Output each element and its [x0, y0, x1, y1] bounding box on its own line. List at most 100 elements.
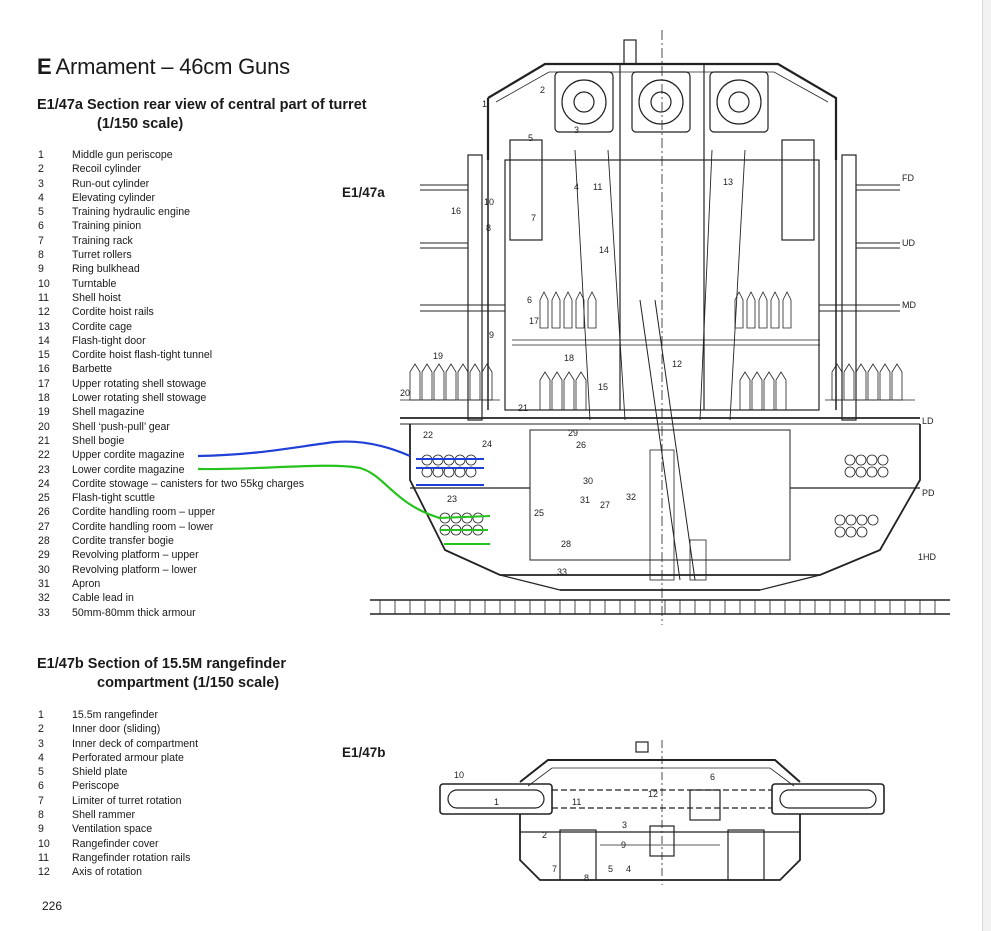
legend-label: Flash-tight scuttle	[72, 492, 156, 505]
callout-marker: 16	[451, 206, 461, 216]
legend-label: Elevating cylinder	[72, 191, 156, 204]
legend-label: Shell magazine	[72, 406, 145, 419]
legend-label: Apron	[72, 577, 101, 590]
legend-number: 9	[38, 823, 44, 836]
legend-number: 2	[38, 723, 44, 736]
legend-number: 28	[38, 535, 50, 548]
legend-label: Training pinion	[72, 220, 142, 233]
legend-number: 23	[38, 463, 50, 476]
legend-label: Axis of rotation	[72, 866, 143, 879]
legend-number: 9	[38, 263, 44, 276]
legend-number: 33	[38, 606, 50, 619]
callout-marker: 30	[583, 476, 593, 486]
section-a-title: E1/47a Section rear view of central part…	[37, 96, 367, 134]
page-number: 226	[42, 899, 63, 913]
legend-number: 4	[38, 191, 44, 204]
callout-marker: 14	[599, 245, 609, 255]
legend-number: 30	[38, 563, 50, 576]
legend-number: 32	[38, 592, 50, 605]
legend-number: 3	[38, 177, 44, 190]
legend-label: Revolving platform – upper	[72, 549, 199, 562]
callout-marker: 10	[454, 770, 464, 780]
callout-marker: 12	[672, 359, 682, 369]
callout-marker: 13	[723, 177, 733, 187]
legend-number: 1	[38, 149, 44, 161]
callout-marker: 18	[564, 353, 574, 363]
legend-label: Cordite cage	[72, 320, 133, 333]
legend-number: 1	[38, 709, 44, 721]
callout-marker: 5	[528, 133, 533, 143]
legend-number: 3	[38, 737, 44, 750]
legend-label: Shell bogie	[72, 434, 125, 447]
legend-number: 27	[38, 520, 50, 533]
section-a-legend-item: 4 Elevating cylinder	[38, 191, 304, 205]
section-a-legend-item: 10 Turntable	[38, 277, 304, 291]
section-b-title-line1: E1/47b Section of 15.5M rangefinder	[37, 656, 286, 672]
legend-number: 11	[38, 851, 49, 864]
callout-marker: 2	[540, 85, 545, 95]
green-annotation-line	[197, 464, 441, 520]
legend-label: Turntable	[72, 277, 117, 290]
legend-number: 12	[38, 866, 50, 879]
legend-label: Revolving platform – lower	[72, 563, 197, 576]
legend-label: Barbette	[72, 363, 113, 376]
legend-label: Lower rotating shell stowage	[72, 392, 207, 405]
section-b-legend-item: 6 Periscope	[38, 779, 198, 793]
callout-marker: 25	[534, 508, 544, 518]
callout-marker: 7	[531, 213, 536, 223]
legend-label: Cordite handling room – lower	[72, 520, 214, 533]
legend-label: Cordite stowage – canisters for two 55kg…	[72, 477, 305, 490]
section-a-legend-item: 8 Turret rollers	[38, 248, 304, 262]
callout-marker: 3	[574, 125, 579, 135]
figure-label-b: E1/47b	[342, 745, 386, 760]
legend-number: 8	[38, 249, 44, 262]
legend-label: Turret rollers	[72, 249, 132, 262]
callout-marker: 1	[494, 797, 499, 807]
legend-number: 10	[38, 277, 50, 290]
callout-marker: 10	[484, 197, 494, 207]
callout-marker: 32	[626, 492, 636, 502]
callout-marker: 20	[400, 388, 410, 398]
callout-marker: 8	[486, 223, 491, 233]
callout-marker: 17	[529, 316, 539, 326]
section-b-legend-item: 12 Axis of rotation	[38, 865, 198, 879]
legend-label: Shell ‘push-pull’ gear	[72, 420, 170, 433]
section-a-legend-item: 24 Cordite stowage – canisters for two 55…	[38, 477, 304, 491]
legend-label: Periscope	[72, 780, 120, 793]
legend-number: 13	[38, 320, 50, 333]
legend-label: Cordite hoist rails	[72, 306, 154, 319]
legend-number: 6	[38, 780, 44, 793]
callout-marker: 31	[580, 495, 590, 505]
legend-number: 12	[38, 306, 50, 319]
section-a-legend-item: 30 Revolving platform – lower	[38, 563, 304, 577]
legend-number: 14	[38, 334, 50, 347]
legend-number: 2	[38, 163, 44, 176]
deck-label: PD	[922, 488, 935, 498]
legend-number: 22	[38, 449, 50, 462]
legend-number: 5	[38, 766, 44, 779]
callout-marker: 8	[584, 873, 589, 883]
legend-number: 24	[38, 477, 50, 490]
blue-annotation-line	[197, 440, 411, 458]
callout-marker: 6	[710, 772, 715, 782]
legend-label: Training rack	[72, 234, 133, 247]
section-a-legend-item: 27 Cordite handling room – lower	[38, 520, 304, 534]
legend-label: Rangefinder rotation rails	[72, 851, 191, 864]
legend-number: 16	[38, 363, 50, 376]
